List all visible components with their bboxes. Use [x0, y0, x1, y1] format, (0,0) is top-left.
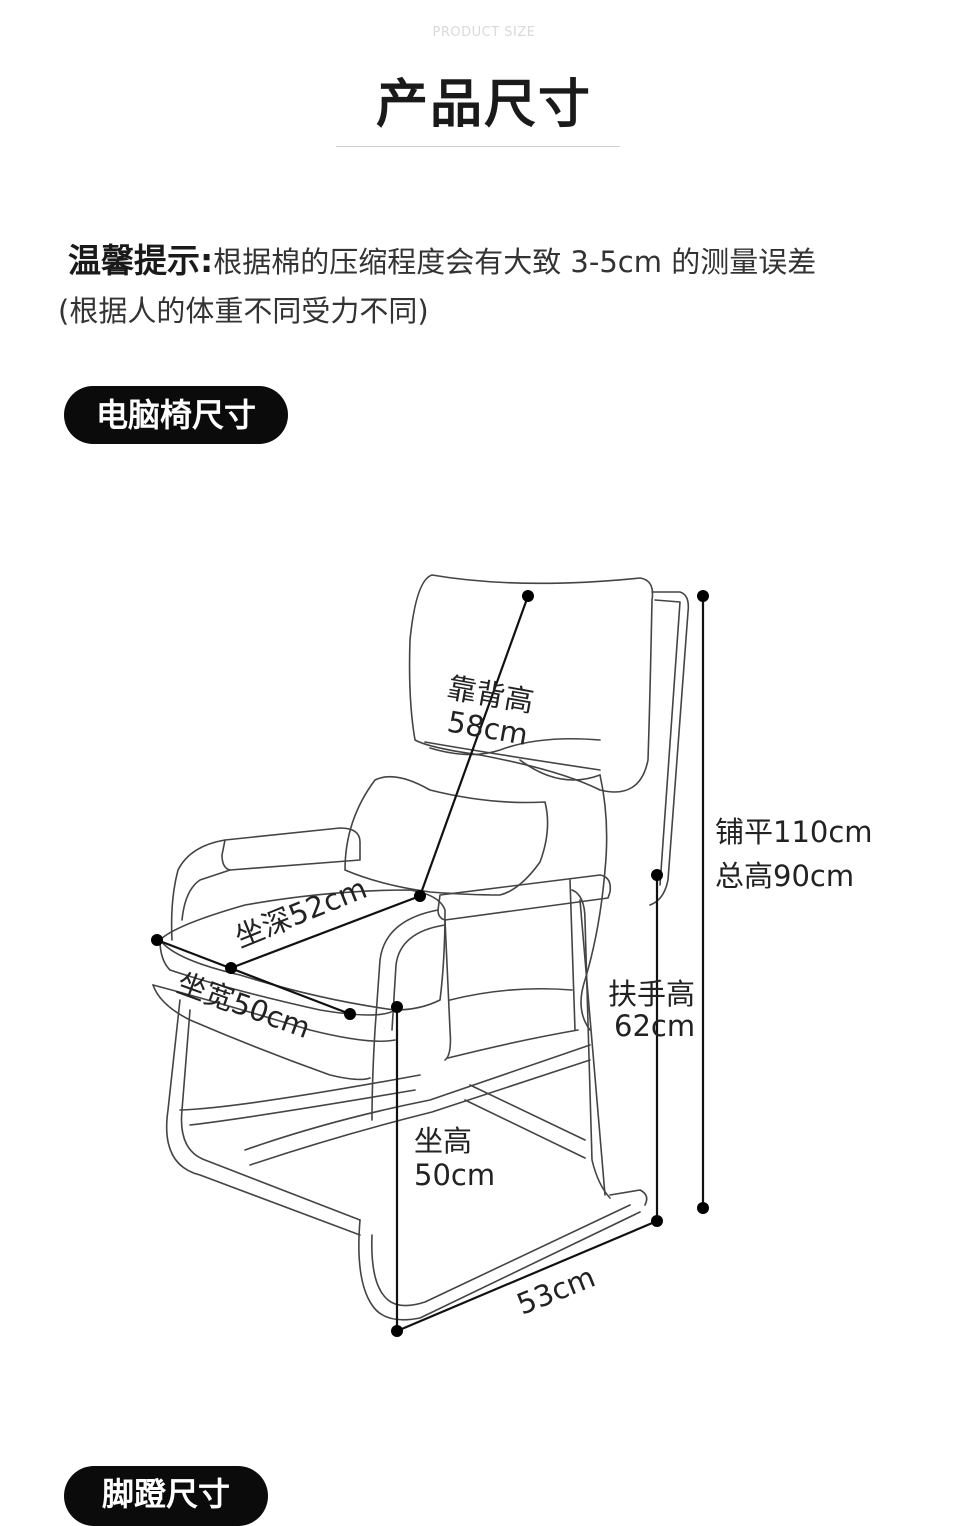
endpoint-dot: [651, 869, 663, 881]
flat-length-label: 铺平110cm: [715, 815, 873, 849]
back-height-line: [418, 595, 530, 897]
dimension-lines: [156, 595, 705, 1333]
seat-height-label: 坐高: [414, 1124, 472, 1158]
endpoint-dot: [344, 1008, 356, 1020]
tip-label: 温馨提示:: [68, 241, 214, 280]
dimension-endpoints: [151, 590, 709, 1337]
endpoint-dot: [225, 962, 237, 974]
chair-size-heading: 电脑椅尺寸: [64, 386, 288, 444]
armrest-height-value: 62cm: [614, 1009, 695, 1043]
endpoint-dot: [697, 590, 709, 602]
endpoint-dot: [697, 1202, 709, 1214]
endpoint-dot: [414, 890, 426, 902]
endpoint-dot: [391, 1001, 403, 1013]
seat-height-value: 50cm: [414, 1158, 495, 1192]
footstool-size-heading: 脚蹬尺寸: [64, 1466, 268, 1526]
tip-text: 根据棉的压缩程度会有大致 3-5cm 的测量误差: [213, 245, 817, 279]
tip-note: (根据人的体重不同受力不同): [58, 294, 429, 328]
endpoint-dot: [391, 1325, 403, 1337]
seat-width-line: [156, 938, 351, 1016]
tip-line: 温馨提示:根据棉的压缩程度会有大致 3-5cm 的测量误差: [68, 234, 948, 282]
base-length-label: 53cm: [512, 1260, 600, 1322]
endpoint-dot: [651, 1215, 663, 1227]
page-title: 产品尺寸: [375, 75, 592, 135]
section-eyebrow: PRODUCT SIZE: [432, 25, 536, 40]
total-height-label: 总高90cm: [715, 859, 854, 893]
base-length-line: [396, 1219, 658, 1333]
title-divider: [336, 146, 620, 147]
endpoint-dot: [522, 590, 534, 602]
seat-depth-line: [230, 894, 421, 970]
armrest-height-label: 扶手高: [608, 977, 695, 1011]
endpoint-dot: [151, 934, 163, 946]
chair-outline: [152, 574, 690, 1321]
seat-width-label: 坐宽50cm: [173, 966, 315, 1046]
